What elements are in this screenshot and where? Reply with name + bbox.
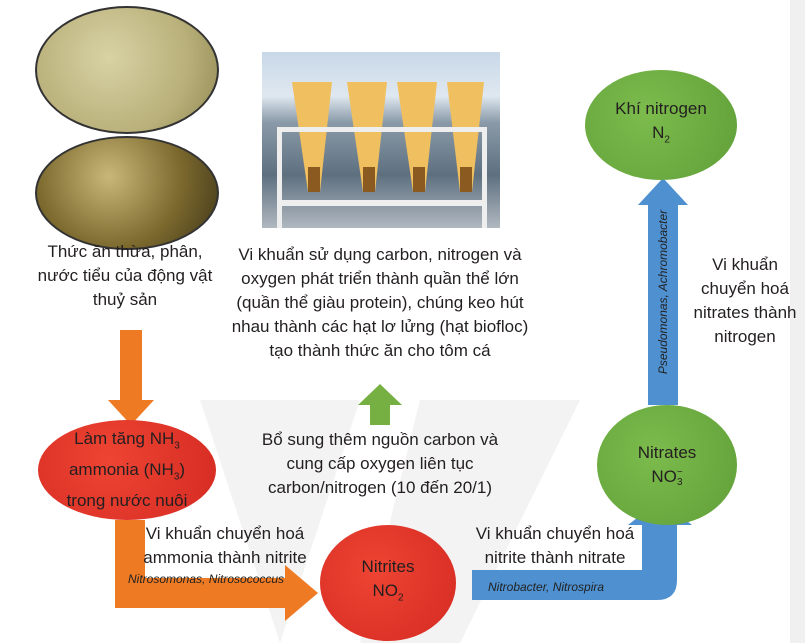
note-line: Bổ sung thêm nguồn carbon và bbox=[261, 430, 499, 449]
note-line: carbon/nitrogen (10 đến 20/1) bbox=[268, 478, 492, 497]
blue-l-arrow bbox=[472, 500, 692, 600]
nitrates-formula: NO−3 bbox=[651, 466, 683, 488]
ammonia-line2: ammonia (NH3) bbox=[68, 460, 186, 483]
step-line: Vi khuẩn chuyển hoá bbox=[475, 524, 635, 543]
step-line: chuyển hoá bbox=[701, 279, 789, 298]
caption-line: tạo thành thức ăn cho tôm cá bbox=[269, 341, 491, 360]
nitrogen-label: Khí nitrogen bbox=[615, 99, 707, 119]
biofloc-photo bbox=[262, 52, 500, 228]
orange-down-arrow bbox=[108, 330, 154, 425]
caption-line: Vi khuẩn sử dụng carbon, nitrogen và bbox=[238, 245, 522, 264]
caption-line: oxygen phát triển thành quần thể lớn bbox=[241, 269, 519, 288]
step2-bacteria: Nitrobacter, Nitrospira bbox=[488, 580, 605, 594]
right-margin-strip bbox=[790, 0, 805, 643]
green-up-arrow bbox=[358, 384, 402, 425]
carbon-note: Bổ sung thêm nguồn carbon và cung cấp ox… bbox=[235, 428, 525, 500]
ammonia-node: Làm tăng NH3 ammonia (NH3) trong nước nu… bbox=[38, 420, 216, 520]
photo1-caption: Thức ăn thừa, phân, nước tiểu của động v… bbox=[10, 240, 240, 312]
nitrogen-gas-node: Khí nitrogen N2 bbox=[585, 70, 737, 180]
step3-text: Vi khuẩn chuyển hoá nitrates thành nitro… bbox=[680, 253, 805, 349]
ammonia-line1: Làm tăng NH3 bbox=[74, 428, 180, 451]
waste-photo bbox=[35, 136, 219, 250]
nitrates-node: Nitrates NO−3 bbox=[597, 405, 737, 525]
step-line: ammonia thành nitrite bbox=[143, 548, 307, 567]
step-line: Vi khuẩn chuyển hoá bbox=[145, 524, 305, 543]
ammonia-line3: trong nước nuôi bbox=[66, 491, 188, 511]
orange-l-arrow bbox=[115, 520, 318, 621]
caption-line: thuỷ sản bbox=[92, 290, 158, 309]
leftover-food-photo bbox=[35, 6, 219, 134]
caption-line: nhau thành các hạt lơ lửng (hạt biofloc) bbox=[231, 317, 529, 336]
nitrites-label: Nitrites bbox=[361, 557, 415, 577]
caption-line: Thức ăn thừa, phân, bbox=[47, 242, 203, 261]
step1-text: Vi khuẩn chuyển hoá ammonia thành nitrit… bbox=[125, 522, 325, 570]
step-line: Vi khuẩn bbox=[712, 255, 778, 274]
caption-line: (quần thể giàu protein), chúng keo hút bbox=[236, 293, 524, 312]
step3-bacteria: Pseudomonas, Achromobacter bbox=[656, 209, 670, 375]
nitrates-label: Nitrates bbox=[637, 443, 697, 462]
step2-text: Vi khuẩn chuyển hoá nitrite thành nitrat… bbox=[455, 522, 655, 570]
step1-bacteria: Nitrosomonas, Nitrosococcus bbox=[128, 572, 285, 586]
step-line: nitrogen bbox=[714, 327, 776, 346]
nitrites-formula: NO2 bbox=[372, 581, 404, 604]
step-line: nitrite thành nitrate bbox=[484, 548, 626, 567]
caption-line: nước tiểu của động vật bbox=[37, 266, 213, 285]
note-line: cung cấp oxygen liên tục bbox=[286, 454, 474, 473]
photo2-caption: Vi khuẩn sử dụng carbon, nitrogen và oxy… bbox=[220, 243, 540, 363]
nitrites-node: Nitrites NO2 bbox=[320, 525, 456, 641]
step-line: nitrates thành bbox=[693, 303, 797, 322]
nitrogen-formula: N2 bbox=[652, 123, 670, 146]
blue-up-arrow bbox=[638, 178, 688, 405]
